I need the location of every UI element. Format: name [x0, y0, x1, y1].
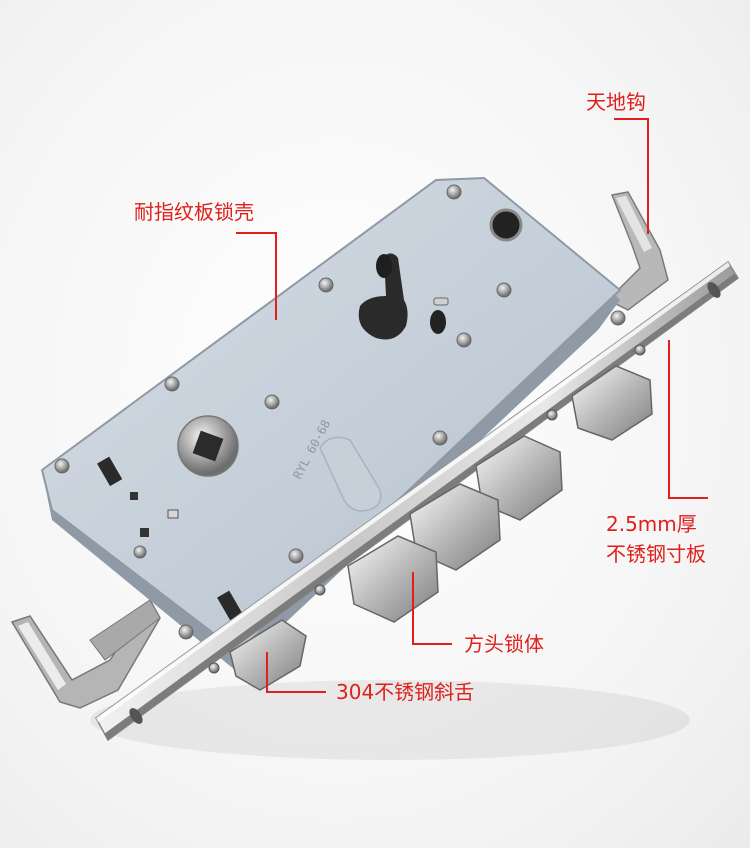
floor-shadow — [90, 680, 690, 760]
cylinder-hole — [358, 253, 449, 340]
spindle-hub — [177, 415, 239, 477]
label-plate-line2: 不锈钢寸板 — [606, 542, 706, 566]
label-tiandigou: 天地钩 — [586, 90, 646, 114]
lock-shell — [40, 176, 622, 654]
leader-latch-v — [266, 652, 268, 692]
leader-shell-h — [236, 232, 276, 234]
label-square-bolt: 方头锁体 — [464, 632, 544, 656]
latch-bolt — [229, 619, 307, 691]
top-hook — [606, 191, 669, 311]
bottom-hook — [10, 598, 161, 709]
label-latch: 304不锈钢斜舌 — [336, 680, 475, 704]
leader-bolt-v — [412, 572, 414, 644]
leader-plate-v — [668, 340, 670, 498]
upper-hole — [489, 208, 523, 242]
leader-plate-h — [668, 497, 708, 499]
label-plate-line1: 2.5mm厚 — [606, 512, 697, 536]
left-slots — [97, 456, 243, 621]
leader-tiandigou-h — [614, 118, 648, 120]
leader-tiandigou-v — [647, 118, 649, 234]
screws — [54, 184, 626, 640]
square-bolts — [347, 365, 653, 623]
leader-latch-h — [266, 691, 326, 693]
label-shell: 耐指纹板锁壳 — [134, 200, 254, 224]
leader-bolt-h — [412, 643, 452, 645]
leader-shell-v — [275, 232, 277, 320]
